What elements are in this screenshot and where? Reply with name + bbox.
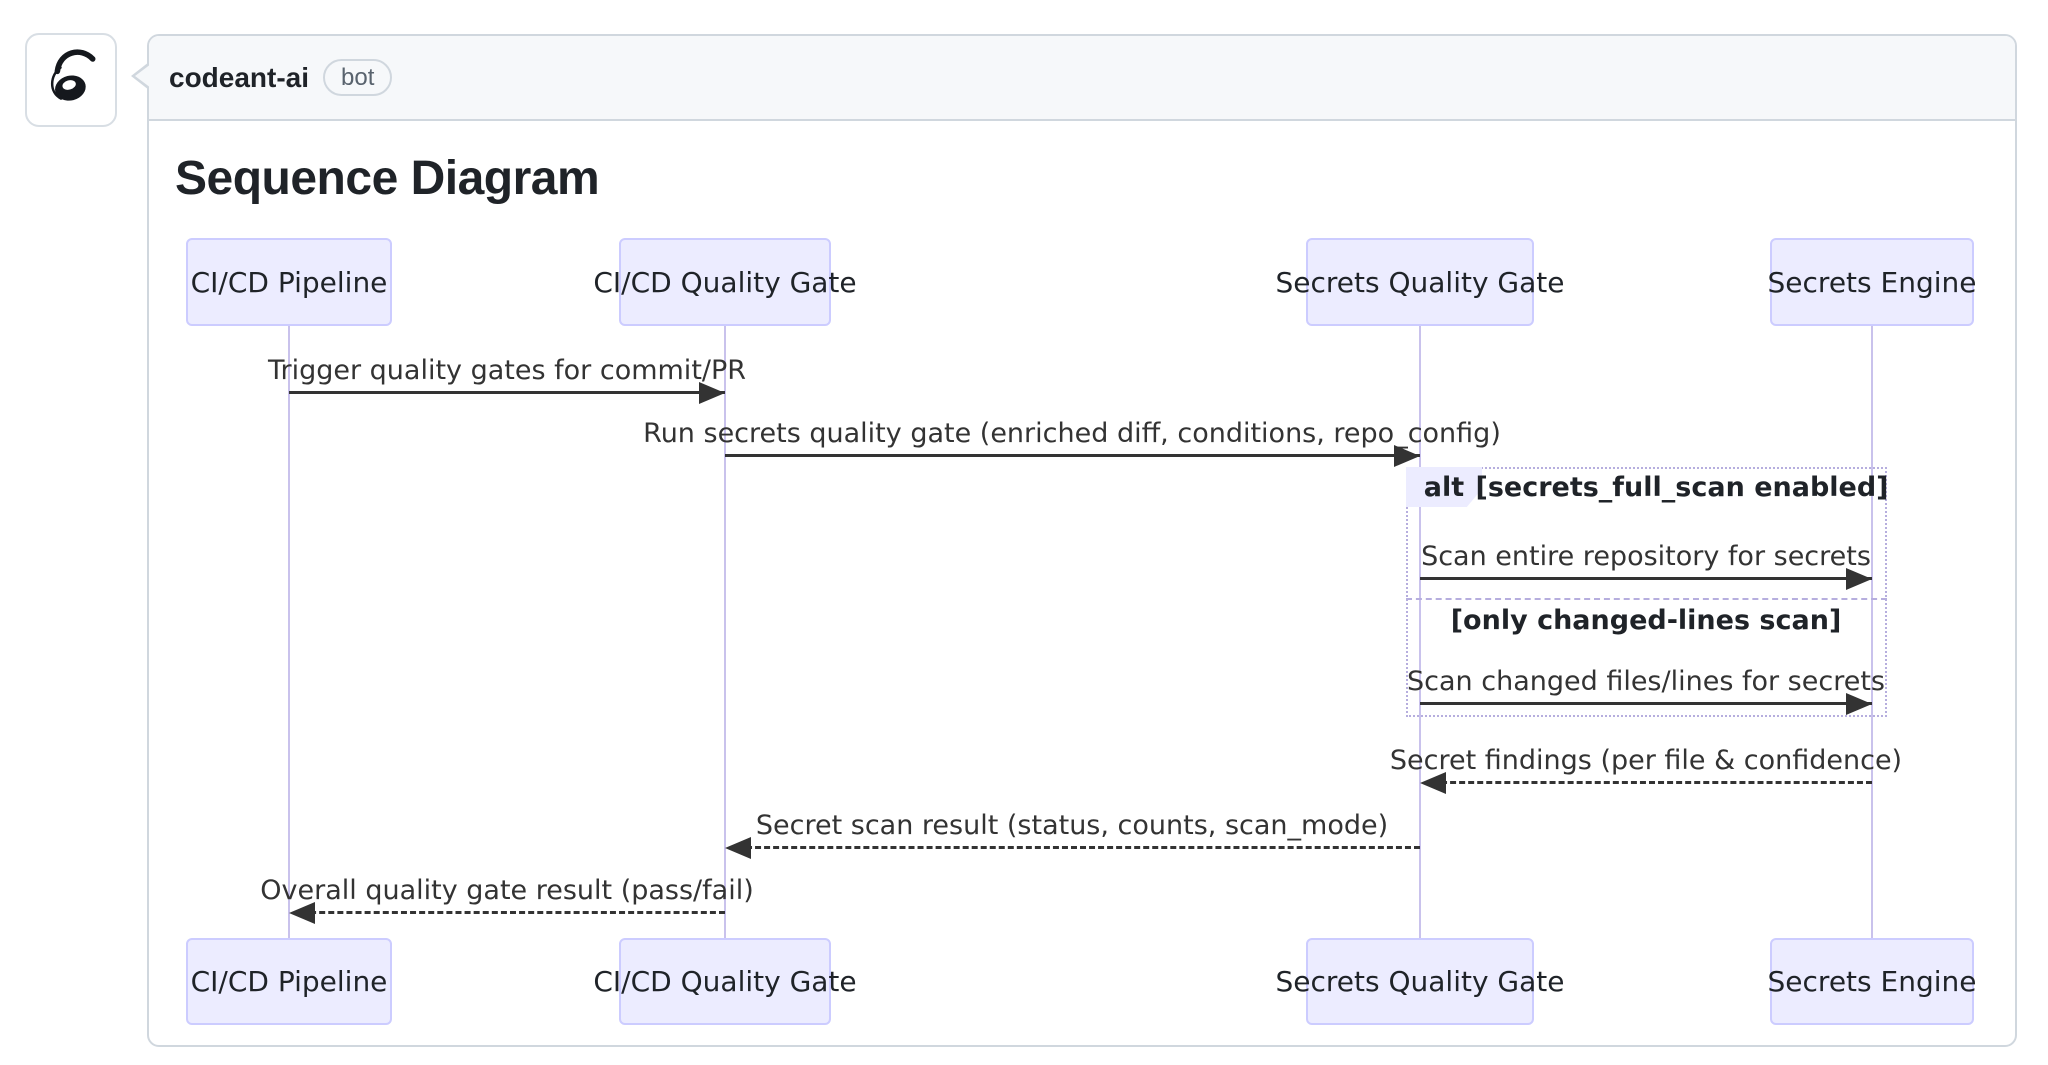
alt-fragment-divider xyxy=(1406,598,1887,600)
message-line xyxy=(1420,577,1872,580)
message-line xyxy=(1420,702,1872,705)
lifeline-secrets-engine xyxy=(1871,326,1873,938)
participant-bottom-cicd-quality-gate: CI/CD Quality Gate xyxy=(593,938,857,1025)
message-line xyxy=(725,454,1420,457)
message-label: Scan changed files/lines for secrets xyxy=(1407,666,1885,697)
lifeline-secrets-quality-gate xyxy=(1419,326,1421,938)
arrowhead-left-icon xyxy=(289,902,315,924)
lifeline-cicd-quality-gate xyxy=(724,326,726,938)
arrowhead-right-icon xyxy=(1846,568,1872,590)
arrowhead-right-icon xyxy=(1394,445,1420,467)
bot-badge[interactable]: bot xyxy=(323,59,393,96)
alt-condition: [secrets_full_scan enabled] xyxy=(1475,472,1889,503)
participant-top-cicd-quality-gate: CI/CD Quality Gate xyxy=(593,238,857,326)
alt-fragment-label: alt xyxy=(1406,467,1482,507)
message-label: Secret findings (per file & confidence) xyxy=(1389,745,1903,776)
comment-card: codeant-ai bot Sequence Diagram xyxy=(131,34,2017,1047)
arrowhead-right-icon xyxy=(699,382,725,404)
message-line xyxy=(301,911,725,914)
participant-top-secrets-quality-gate: Secrets Quality Gate xyxy=(1276,238,1565,326)
arrowhead-left-icon xyxy=(725,837,751,859)
message-label: Trigger quality gates for commit/PR xyxy=(267,355,747,386)
message-label: Secret scan result (status, counts, scan… xyxy=(755,810,1389,841)
alt-condition: [only changed-lines scan] xyxy=(1450,605,1842,636)
message-line xyxy=(1432,781,1872,784)
arrowhead-right-icon xyxy=(1846,693,1872,715)
message-line xyxy=(737,846,1420,849)
participant-bottom-secrets-engine: Secrets Engine xyxy=(1768,938,1976,1025)
message-label: Overall quality gate result (pass/fail) xyxy=(260,875,754,906)
arrowhead-left-icon xyxy=(1420,772,1446,794)
participant-bottom-secrets-quality-gate: Secrets Quality Gate xyxy=(1276,938,1565,1025)
codeant-logo-icon xyxy=(50,49,96,101)
participant-bottom-cicd-pipeline: CI/CD Pipeline xyxy=(186,938,392,1025)
alt-fragment-frame xyxy=(1406,467,1887,717)
message-label: Scan entire repository for secrets xyxy=(1421,541,1871,572)
message-label: Run secrets quality gate (enriched diff,… xyxy=(643,418,1501,449)
comment-header: codeant-ai bot xyxy=(131,36,2015,121)
message-line xyxy=(289,391,725,394)
lifeline-cicd-pipeline xyxy=(288,326,290,938)
comment-author-link[interactable]: codeant-ai xyxy=(169,61,310,93)
participant-top-cicd-pipeline: CI/CD Pipeline xyxy=(186,238,392,326)
bot-avatar[interactable] xyxy=(25,33,117,127)
page-title: Sequence Diagram xyxy=(175,152,600,205)
participant-top-secrets-engine: Secrets Engine xyxy=(1768,238,1976,326)
